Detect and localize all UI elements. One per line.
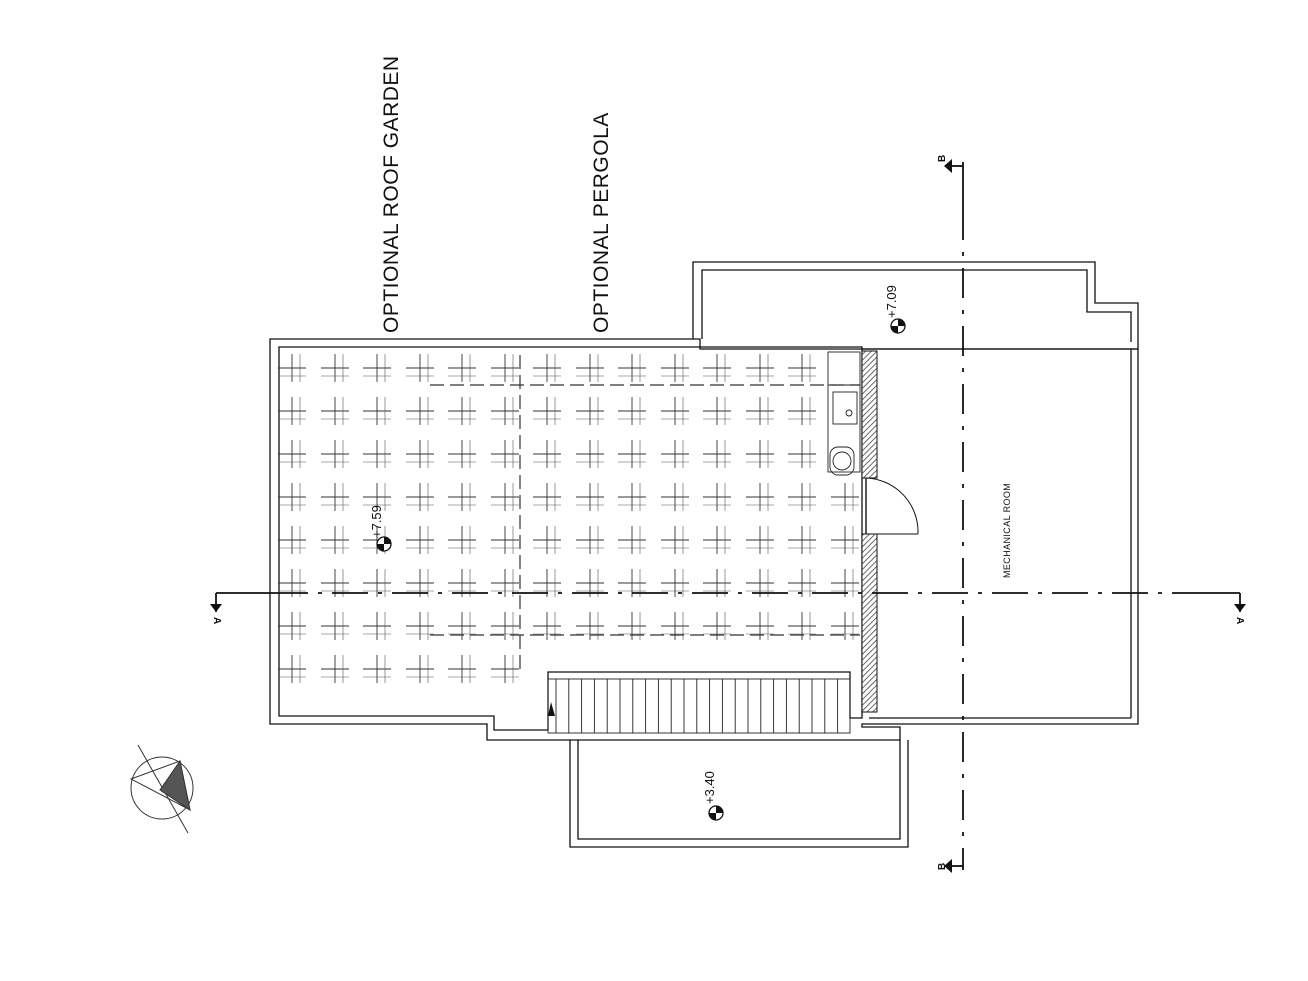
level-marker-roof: +7.59 [369, 505, 392, 552]
roof-garden-label: OPTIONAL ROOF GARDEN [380, 55, 403, 333]
section-arrow-icon [944, 859, 963, 873]
mechanical-room-label: MECHANICAL ROOM [1002, 483, 1012, 578]
level-lower-terrace-value: +3.40 [702, 771, 717, 804]
lower-terrace-outline [569, 740, 909, 848]
level-marker-lower-terrace: +3.40 [702, 771, 724, 821]
roof-garden-paving-grid [278, 354, 859, 683]
section-mark-b-bottom: B [937, 863, 948, 870]
level-marker-upper-terrace: +7.09 [884, 285, 906, 334]
stair-direction-arrow-icon [548, 702, 555, 716]
pergola-beams [430, 355, 860, 670]
section-arrow-icon [944, 159, 963, 173]
section-mark-a-right: A [1234, 617, 1245, 624]
level-upper-terrace-value: +7.09 [884, 285, 899, 318]
mechanical-room-wall [861, 350, 878, 713]
level-marker-icon [376, 536, 392, 552]
pergola-label: OPTIONAL PERGOLA [590, 112, 613, 333]
level-marker-icon [708, 805, 724, 821]
section-mark-a-left: A [211, 617, 222, 624]
section-arrow-icon [210, 593, 222, 612]
washroom-fixtures [827, 351, 861, 476]
level-marker-icon [890, 318, 906, 334]
section-line-b [944, 159, 964, 873]
level-roof-value: +7.59 [369, 505, 384, 538]
section-mark-b-top: B [937, 155, 948, 162]
section-arrow-icon [1234, 593, 1246, 612]
upper-terrace-outline [692, 261, 1139, 349]
north-arrow-icon [129, 744, 194, 834]
door-swing-icon [865, 477, 919, 535]
section-line-a [210, 592, 1246, 612]
stair-treads [547, 678, 851, 734]
